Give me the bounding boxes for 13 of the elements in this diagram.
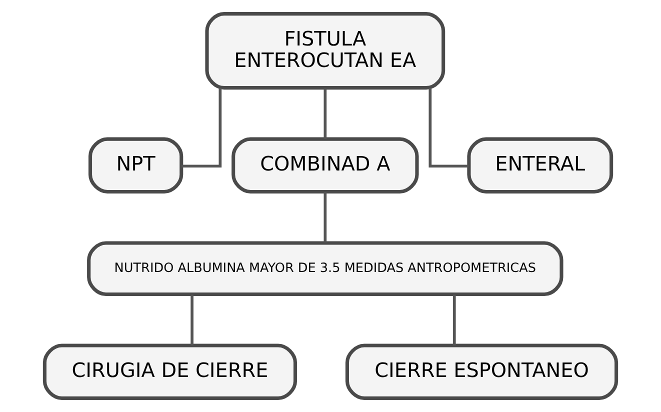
connector	[181, 88, 222, 168]
node-box: NPT	[88, 137, 184, 194]
node-box: COMBINAD A	[232, 137, 419, 194]
connector	[452, 294, 456, 346]
connector	[428, 88, 469, 168]
connector	[190, 294, 194, 346]
node-box: CIERRE ESPONTANEO	[345, 344, 618, 400]
node-box: FISTULA ENTEROCUTAN EA	[205, 12, 446, 90]
node-box: ENTERAL	[467, 137, 614, 194]
node-box: NUTRIDO ALBUMINA MAYOR DE 3.5 MEDIDAS ANTROPOMETRICAS	[87, 241, 564, 296]
connector	[324, 88, 327, 140]
connector	[324, 192, 327, 242]
node-box: CIRUGIA DE CIERRE	[42, 344, 298, 400]
